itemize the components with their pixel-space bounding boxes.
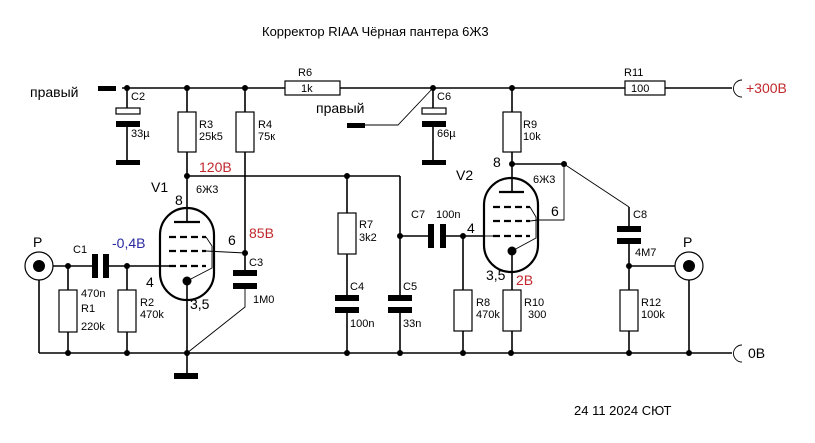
- svg-text:33µ: 33µ: [131, 128, 150, 140]
- v1-screen-voltage: 85В: [249, 225, 274, 241]
- svg-text:1k: 1k: [301, 83, 313, 95]
- capacitor-c6[interactable]: C6 66µ: [421, 88, 456, 165]
- capacitor-c2[interactable]: C2 33µ: [115, 88, 150, 165]
- svg-text:R6: R6: [298, 67, 312, 79]
- svg-text:R2: R2: [140, 297, 154, 309]
- v2-pin-screen: 6: [551, 203, 559, 219]
- v2-cathode-voltage: 2В: [516, 272, 533, 288]
- v2-pin-grid: 4: [467, 220, 475, 236]
- right-channel-label: правый: [30, 84, 78, 100]
- svg-text:R9: R9: [523, 119, 537, 131]
- svg-text:33n: 33n: [403, 318, 421, 330]
- resistor-r6[interactable]: R6 1k: [284, 67, 341, 96]
- svg-text:C6: C6: [437, 91, 451, 103]
- svg-text:R3: R3: [199, 119, 213, 131]
- supply-terminal-icon[interactable]: [733, 79, 743, 98]
- tube-v1[interactable]: [158, 176, 246, 353]
- v2-pin-cathode: 3,5: [486, 267, 506, 283]
- resistor-r7[interactable]: R7 3k2: [337, 176, 377, 295]
- svg-text:R12: R12: [641, 297, 661, 309]
- v2-type: 6Ж3: [533, 174, 555, 186]
- supply-voltage-label: +300В: [746, 80, 787, 96]
- svg-text:C4: C4: [350, 281, 364, 293]
- v1-pin-screen: 6: [228, 232, 236, 248]
- capacitor-c1[interactable]: C1 470n: [73, 244, 172, 300]
- svg-text:470k: 470k: [476, 309, 500, 321]
- resistor-r2[interactable]: R2 470k: [117, 266, 164, 353]
- svg-text:4M7: 4M7: [635, 247, 656, 259]
- v2-label: V2: [456, 167, 473, 183]
- svg-text:C5: C5: [403, 281, 417, 293]
- svg-text:100n: 100n: [436, 209, 460, 221]
- svg-text:R10: R10: [524, 297, 544, 309]
- svg-text:10k: 10k: [523, 131, 541, 143]
- svg-text:100n: 100n: [350, 318, 374, 330]
- svg-text:C3: C3: [249, 257, 263, 269]
- v2-pin-anode: 8: [493, 154, 501, 170]
- svg-text:1M0: 1M0: [253, 294, 274, 306]
- schematic-footer: 24 11 2024 СЮТ: [574, 403, 672, 418]
- ground-terminal-icon[interactable]: [733, 344, 743, 363]
- resistor-r10[interactable]: R10 300: [502, 289, 546, 353]
- svg-text:75к: 75к: [258, 131, 275, 143]
- v1-pin-cathode: 3,5: [190, 296, 210, 312]
- resistor-r9[interactable]: R9 10k: [502, 88, 541, 164]
- svg-text:470k: 470k: [140, 309, 164, 321]
- svg-text:100k: 100k: [641, 309, 665, 321]
- resistor-r4[interactable]: R4 75к: [235, 88, 275, 253]
- svg-text:C2: C2: [131, 91, 145, 103]
- tube-v2[interactable]: [482, 164, 540, 290]
- svg-text:66µ: 66µ: [437, 128, 456, 140]
- capacitor-c3[interactable]: C3 1M0: [186, 253, 274, 354]
- capacitor-c8[interactable]: C8 4M7: [617, 207, 656, 290]
- resistor-r3[interactable]: R3 25k5: [177, 88, 223, 176]
- svg-text:R8: R8: [476, 297, 490, 309]
- output-connector[interactable]: [674, 251, 704, 353]
- resistor-r11[interactable]: R11 100: [624, 67, 666, 96]
- ground-rail: [39, 350, 732, 379]
- ground-label: 0В: [748, 345, 765, 361]
- svg-text:220k: 220k: [81, 321, 105, 333]
- v1-pin-grid: 4: [146, 274, 154, 290]
- svg-text:R1: R1: [81, 303, 95, 315]
- input-connector-label: P: [33, 234, 42, 250]
- output-connector-label: P: [683, 234, 692, 250]
- capacitor-c5[interactable]: C5 33n: [388, 176, 421, 353]
- v1-anode-voltage: 120В: [199, 159, 232, 175]
- right-channel-label-2: правый: [316, 100, 364, 116]
- input-connector[interactable]: [24, 251, 92, 353]
- schematic-title: Корректор RIAA Чёрная пантера 6Ж3: [262, 24, 489, 39]
- v1-pin-anode: 8: [175, 192, 183, 208]
- v1-grid-voltage: -0,4В: [112, 235, 145, 251]
- svg-text:3k2: 3k2: [359, 232, 377, 244]
- resistor-r12[interactable]: R12 100k: [619, 289, 665, 353]
- svg-text:R4: R4: [258, 119, 272, 131]
- svg-text:R7: R7: [359, 219, 373, 231]
- resistor-r1[interactable]: R1 220k: [58, 266, 105, 353]
- svg-text:100: 100: [631, 83, 649, 95]
- capacitor-c4[interactable]: C4 100n: [335, 281, 374, 353]
- resistor-r8[interactable]: R8 470k: [453, 236, 500, 353]
- svg-text:25k5: 25k5: [199, 131, 223, 143]
- v1-type: 6Ж3: [196, 184, 218, 196]
- svg-text:470n: 470n: [81, 288, 105, 300]
- svg-text:C8: C8: [633, 209, 647, 221]
- v1-label: V1: [151, 179, 168, 195]
- svg-text:R11: R11: [624, 67, 643, 79]
- svg-text:300: 300: [528, 309, 546, 321]
- svg-text:C7: C7: [411, 209, 425, 221]
- svg-text:C1: C1: [73, 244, 87, 256]
